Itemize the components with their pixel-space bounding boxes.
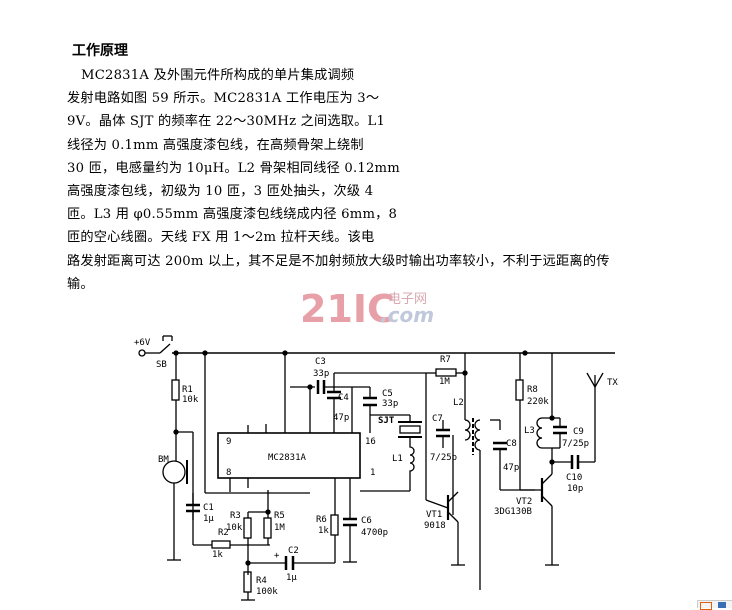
c5-val: 33p bbox=[382, 399, 398, 409]
c6-val: 4700p bbox=[361, 528, 388, 538]
c1-ref: C1 bbox=[203, 503, 214, 513]
r6-ref: R6 bbox=[316, 515, 327, 525]
r1-ref: R1 bbox=[182, 385, 193, 395]
c2-plus: + bbox=[274, 551, 280, 561]
toolbar-icon[interactable] bbox=[700, 602, 712, 610]
r8-val: 220k bbox=[527, 397, 549, 407]
ic-pin8: 8 bbox=[226, 468, 231, 478]
r4-val: 100k bbox=[256, 587, 278, 597]
r7-ref: R7 bbox=[440, 355, 451, 365]
c4-ref: C4 bbox=[338, 393, 349, 403]
r3-val: 10k bbox=[226, 523, 243, 533]
resistor-r5 bbox=[263, 517, 272, 539]
ic-pin16: 16 bbox=[365, 437, 376, 447]
c7-ref: C7 bbox=[432, 414, 443, 424]
text-line: 9V。晶体 SJT 的频率在 22～30MHz 之间选取。L1 bbox=[67, 114, 386, 130]
inductor-l3 bbox=[536, 417, 552, 449]
r4-ref: R4 bbox=[256, 576, 267, 586]
text-line: 30 匝，电感量约为 10μH。L2 骨架相同线径 0.12mm bbox=[67, 160, 400, 176]
vt1-val: 9018 bbox=[424, 521, 446, 531]
resistor-r1 bbox=[171, 379, 180, 401]
ic-mc2831a bbox=[217, 432, 361, 479]
inductor-l2-secondary bbox=[474, 419, 481, 451]
c1-val: 1μ bbox=[203, 514, 214, 524]
c9-val: 7/25p bbox=[562, 439, 589, 449]
vt2-ref: VT2 bbox=[516, 497, 532, 507]
text-line: 输。 bbox=[67, 276, 94, 292]
resistor-r2 bbox=[211, 540, 231, 549]
resistor-r7 bbox=[435, 368, 457, 377]
inductor-l2-primary bbox=[464, 419, 471, 441]
toolbar-icon[interactable] bbox=[718, 602, 726, 608]
c9-ref: C9 bbox=[573, 427, 584, 437]
c2-val: 1μ bbox=[286, 573, 297, 583]
watermark-main: 21IC bbox=[300, 288, 395, 328]
crystal-label: SJT bbox=[378, 416, 395, 426]
c8-ref: C8 bbox=[506, 439, 517, 449]
r6-val: 1k bbox=[318, 526, 329, 536]
r5-val: 1M bbox=[274, 523, 285, 533]
text-line: 发射电路如图 59 所示。MC2831A 工作电压为 3～ bbox=[67, 91, 380, 107]
body-paragraph: MC2831A 及外围元件所构成的单片集成调频 发射电路如图 59 所示。MC2… bbox=[67, 64, 610, 296]
mic-label: BM bbox=[158, 455, 169, 465]
resistor-r8 bbox=[515, 379, 524, 401]
resistor-r3 bbox=[243, 517, 252, 539]
watermark-logo: 21IC 电子网 .com bbox=[300, 288, 434, 328]
switch-label: SB bbox=[156, 360, 167, 370]
text-line: MC2831A 及外围元件所构成的单片集成调频 bbox=[81, 68, 355, 83]
c10-val: 10p bbox=[567, 484, 583, 494]
supply-terminal bbox=[138, 335, 173, 357]
c3-ref: C3 bbox=[315, 357, 326, 367]
c8-val: 47p bbox=[503, 463, 519, 473]
l2-label: L2 bbox=[453, 398, 464, 408]
r5-ref: R5 bbox=[274, 511, 285, 521]
l1-label: L1 bbox=[392, 454, 403, 464]
microphone-bm bbox=[162, 460, 186, 484]
r3-ref: R3 bbox=[230, 511, 241, 521]
r2-ref: R2 bbox=[218, 528, 229, 538]
r2-val: 1k bbox=[212, 550, 223, 560]
antenna-label: TX bbox=[607, 378, 618, 388]
text-line: 高强度漆包线，初级为 10 匝，3 匝处抽头，次级 4 bbox=[67, 184, 374, 200]
r1-val: 10k bbox=[182, 395, 199, 405]
text-line: 线径为 0.1mm 高强度漆包线，在高频骨架上绕制 bbox=[67, 137, 364, 153]
supply-label: +6V bbox=[134, 338, 151, 348]
c4-val: 47p bbox=[333, 413, 349, 423]
c6-ref: C6 bbox=[361, 516, 372, 526]
r7-val: 1M bbox=[439, 377, 450, 387]
c7-val: 7/25p bbox=[430, 453, 457, 463]
watermark-sub-top: 电子网 bbox=[388, 292, 427, 307]
crystal-sjt bbox=[399, 425, 421, 434]
c3-val: 33p bbox=[313, 369, 329, 379]
resistor-r6 bbox=[330, 514, 339, 536]
l3-label: L3 bbox=[524, 426, 535, 436]
watermark-sub-bottom: .com bbox=[380, 303, 434, 327]
vt1-ref: VT1 bbox=[426, 510, 442, 520]
vt2-val: 3DG130B bbox=[494, 507, 532, 517]
c2-ref: C2 bbox=[288, 546, 299, 556]
c5-ref: C5 bbox=[382, 389, 393, 399]
r8-ref: R8 bbox=[527, 385, 538, 395]
section-heading: 工作原理 bbox=[72, 43, 128, 59]
ic-pin9: 9 bbox=[226, 437, 231, 447]
ic-pin1: 1 bbox=[370, 468, 375, 478]
text-line: 匝的空心线圈。天线 FX 用 1～2m 拉杆天线。该电 bbox=[67, 230, 375, 246]
text-line: 匝。L3 用 φ0.55mm 高强度漆包线绕成内径 6mm，8 bbox=[67, 207, 398, 223]
text-line: 路发射距离可达 200m 以上，其不足是不加射频放大级时输出功率较小，不利于远距… bbox=[67, 253, 610, 269]
resistor-r4 bbox=[243, 571, 252, 593]
inductor-l1 bbox=[409, 437, 415, 491]
ic-label: MC2831A bbox=[268, 453, 307, 463]
c10-ref: C10 bbox=[566, 473, 582, 483]
